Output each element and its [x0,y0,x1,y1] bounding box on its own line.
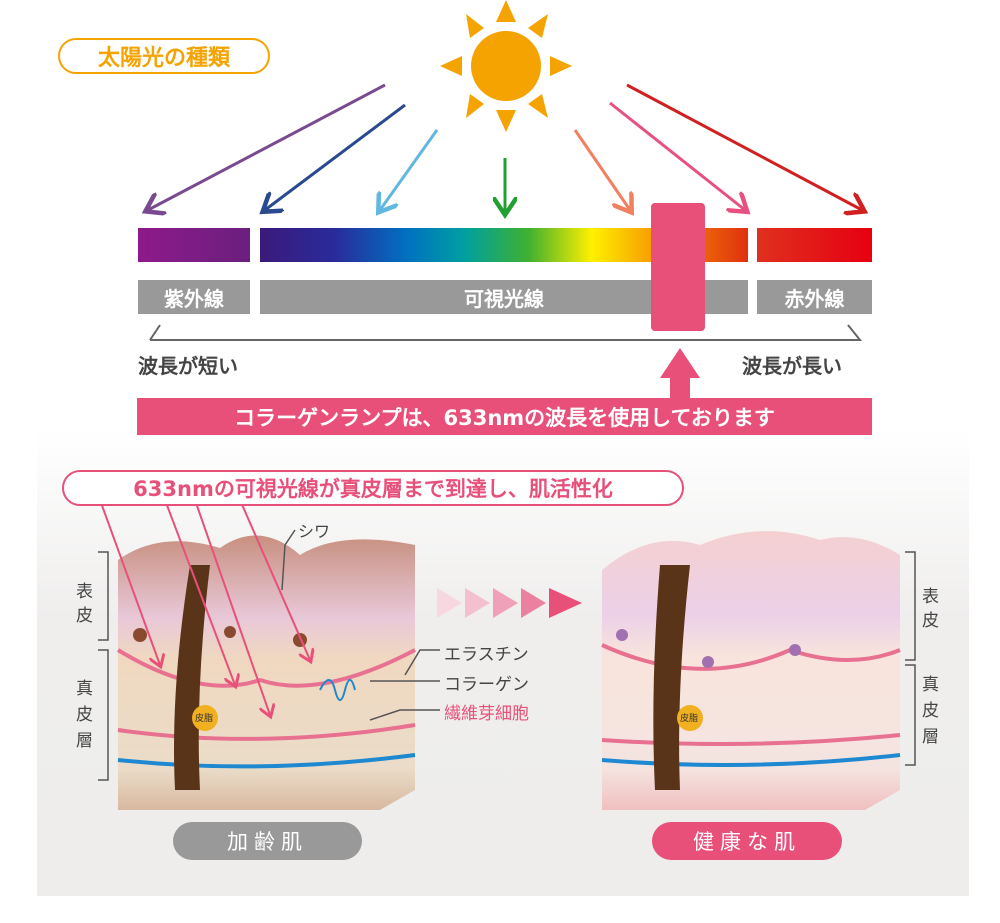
sun-icon [440,0,572,132]
aged-skin-badge: 加齢肌 [173,822,362,860]
wrinkle-label: シワ [298,522,331,541]
short-wavelength-label: 波長が短い [138,354,238,378]
elastin-label: エラスチン [444,645,529,665]
callout-badge: 633nmの可視光線が真皮層まで到達し、肌活性化 [62,470,684,506]
up-arrow-icon [660,348,700,400]
aged-skin-text: 加齢肌 [227,830,308,854]
epidermis-label-left: 表皮 [76,582,93,626]
leader-lines [98,529,916,781]
633nm-marker [651,203,705,331]
healthy-skin-badge: 健康な肌 [652,822,842,860]
epidermis-label-right: 表皮 [922,587,939,631]
title-badge: 太陽光の種類 [58,38,270,74]
healthy-skin-illustration [601,531,901,810]
light-arrows [148,83,862,212]
ir-band [757,228,872,262]
collagen-label: コラーゲン [444,675,529,695]
healthy-skin-text: 健康な肌 [693,830,801,854]
fibroblast-label: 繊維芽細胞 [444,704,529,724]
ir-label: 赤外線 [757,280,872,314]
uv-band [138,228,250,262]
transition-arrows-icon [437,588,582,618]
sebum-label-left: 皮脂 [195,714,214,724]
title-text: 太陽光の種類 [97,46,230,71]
dermis-label-left: 真皮層 [76,679,93,751]
sebum-label-right: 皮脂 [680,714,699,724]
long-wavelength-label: 波長が長い [742,354,842,378]
uv-label: 紫外線 [138,280,250,314]
aged-skin-illustration [99,499,416,810]
dermis-label-right: 真皮層 [922,675,939,747]
callout-text: 633nmの可視光線が真皮層まで到達し、肌活性化 [133,477,613,501]
wavelength-bracket [149,324,863,341]
collagen-lamp-banner: コラーゲンランプは、633nmの波長を使用しております [137,398,872,435]
banner-text: コラーゲンランプは、633nmの波長を使用しております [234,405,775,430]
